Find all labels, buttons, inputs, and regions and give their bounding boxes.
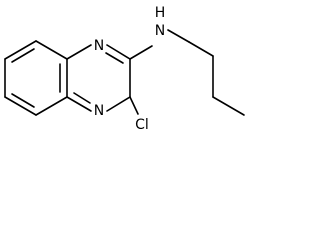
- bond-c7-c8: [4, 40, 37, 60]
- bond-n4-c4a: [66, 96, 92, 112]
- bond-n4-c4a-inner: [73, 92, 91, 104]
- bond-c3-cl: [129, 96, 139, 115]
- atom-n1: N: [94, 38, 104, 54]
- atom-nh-n: N: [155, 23, 165, 39]
- bond-nh-c1: [167, 29, 190, 43]
- bond-c1-c2: [188, 41, 214, 57]
- atom-nh-h: H: [155, 5, 166, 21]
- bond-c5-c6: [4, 96, 37, 116]
- benzene-ring: [4, 40, 68, 116]
- bond-c2-nh: [129, 45, 153, 60]
- atom-labels: N N N H Cl: [94, 5, 166, 133]
- bond-c8a-n1: [66, 44, 92, 60]
- atom-cl: Cl: [135, 117, 149, 133]
- bond-c3-n4: [106, 96, 131, 112]
- atom-n4: N: [94, 103, 104, 119]
- structure-canvas: N N N H Cl: [0, 0, 250, 142]
- substituents: [129, 29, 245, 116]
- bond-n1-c2-inner: [105, 52, 124, 64]
- skeletal-formula: N N N H Cl: [4, 5, 245, 133]
- bond-c3-c4-chain: [212, 96, 245, 116]
- pyrazine-ring: [66, 44, 131, 112]
- bond-c5-c6-inner: [11, 93, 35, 108]
- bond-n1-c2: [106, 44, 131, 60]
- bond-c8-c8a: [35, 40, 68, 60]
- bond-c4a-c5: [35, 96, 68, 116]
- bond-c7-c8-inner: [11, 48, 35, 63]
